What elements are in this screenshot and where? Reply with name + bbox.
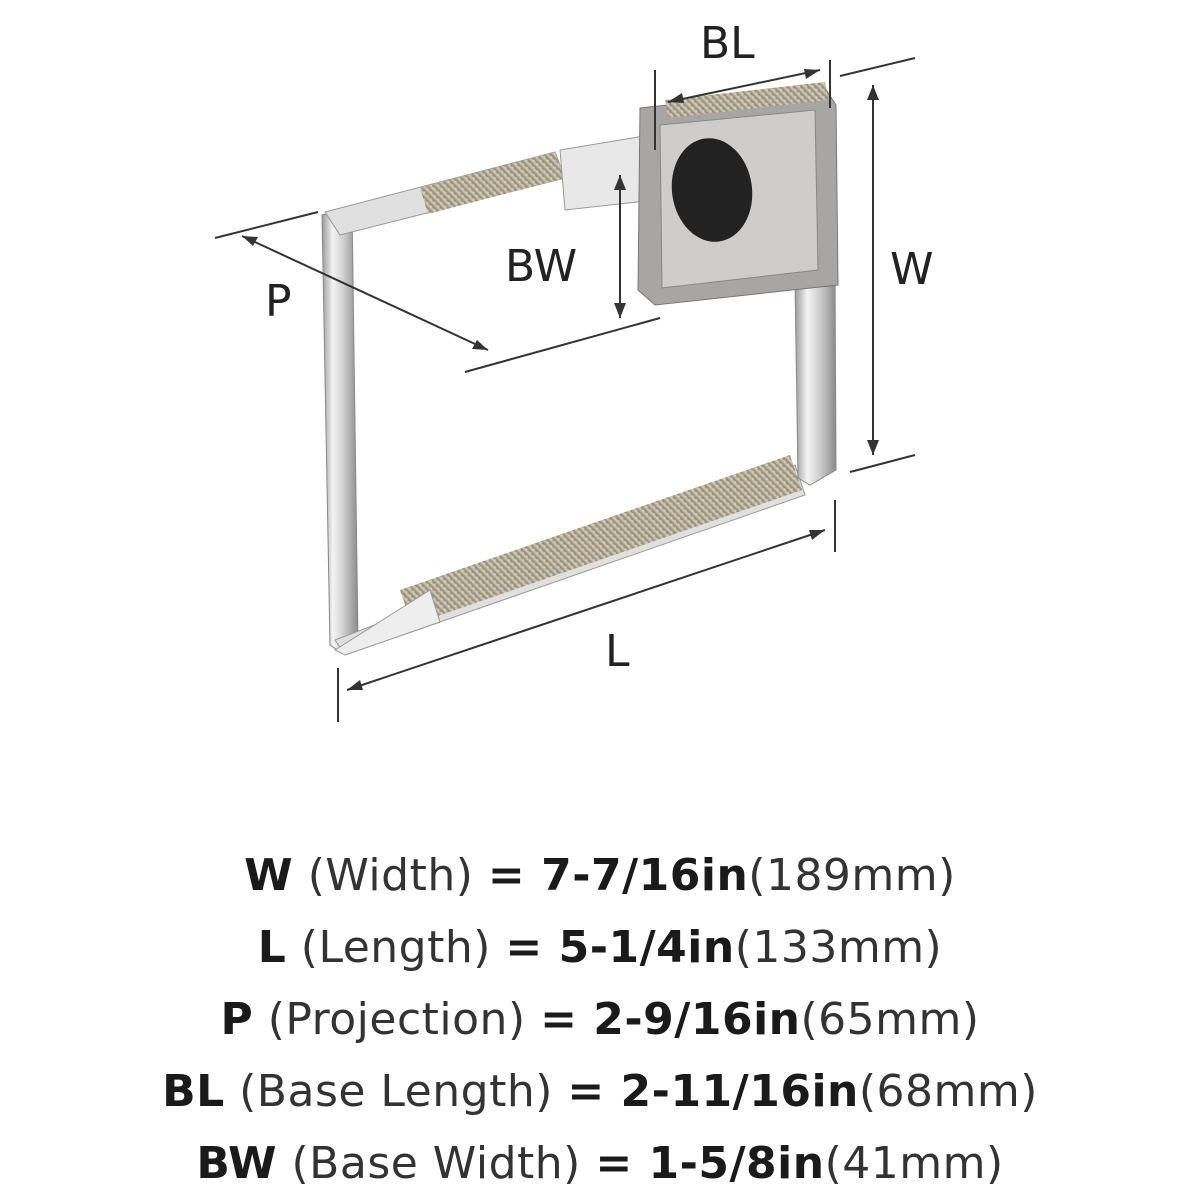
spec-name: (Base Width) <box>291 1138 581 1189</box>
spec-metric: (41mm) <box>824 1138 1004 1189</box>
spec-base-length: BL (Base Length) = 2-11/16in(68mm) <box>0 1056 1200 1128</box>
spec-metric: (189mm) <box>748 850 956 901</box>
spec-value: = 1-5/8in <box>595 1138 825 1189</box>
spec-base-width: BW (Base Width) = 1-5/8in(41mm) <box>0 1128 1200 1200</box>
wall-base <box>559 82 839 306</box>
dimension-lines <box>214 57 916 722</box>
label-l: L <box>605 626 630 677</box>
spec-length: L (Length) = 5-1/4in(133mm) <box>0 912 1200 984</box>
spec-width: W (Width) = 7-7/16in(189mm) <box>0 840 1200 912</box>
spec-name: (Projection) <box>267 994 526 1045</box>
spec-metric: (65mm) <box>800 994 980 1045</box>
label-bl: BL <box>700 18 755 69</box>
label-p: P <box>265 276 292 327</box>
top-bar <box>324 151 566 236</box>
towel-ring-drawing <box>214 57 916 722</box>
spec-code: BL <box>162 1066 225 1117</box>
spec-code: BW <box>196 1138 278 1189</box>
arrowheads <box>242 69 879 690</box>
spec-code: P <box>220 994 254 1045</box>
bottom-bar <box>333 455 806 656</box>
label-bw: BW <box>505 241 578 292</box>
spec-value: = 5-1/4in <box>505 922 735 973</box>
spec-metric: (133mm) <box>734 922 943 973</box>
right-post <box>794 269 837 486</box>
label-w: W <box>890 244 934 295</box>
spec-code: L <box>257 922 287 973</box>
spec-name: (Width) <box>307 850 474 901</box>
spec-value: = 2-11/16in <box>567 1066 859 1117</box>
spec-projection: P (Projection) = 2-9/16in(65mm) <box>0 984 1200 1056</box>
spec-code: W <box>244 850 294 901</box>
spec-value: = 2-9/16in <box>540 994 801 1045</box>
spec-name: (Length) <box>300 922 491 973</box>
spec-name: (Base Length) <box>239 1066 553 1117</box>
spec-metric: (68mm) <box>858 1066 1038 1117</box>
dimension-specs: W (Width) = 7-7/16in(189mm) L (Length) =… <box>0 840 1200 1200</box>
spec-value: = 7-7/16in <box>487 850 749 901</box>
